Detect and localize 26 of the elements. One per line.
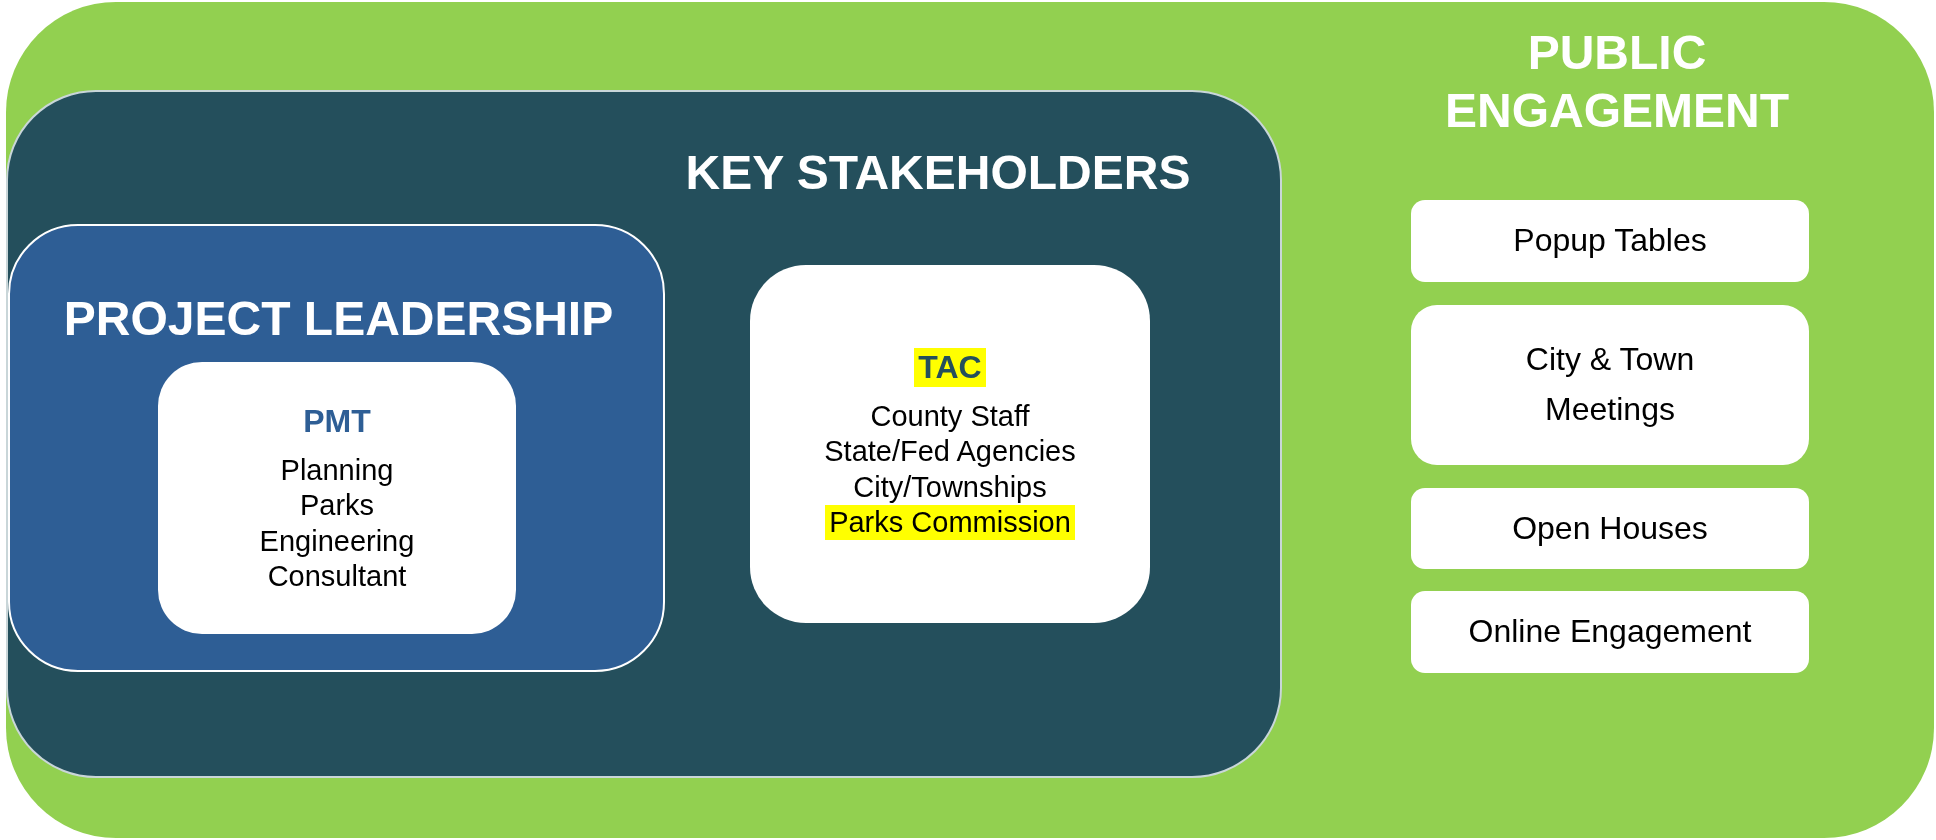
activity-box <box>1411 200 1809 282</box>
group-title: KEY STAKEHOLDERS <box>684 145 1192 201</box>
group-title: PROJECT LEADERSHIP <box>62 291 615 347</box>
group-heading: TAC <box>914 347 986 387</box>
member-text: County Staff <box>870 398 1030 434</box>
group-panel <box>6 90 1282 778</box>
activity-box <box>1411 488 1809 569</box>
group-card <box>158 362 516 634</box>
group-panel <box>8 224 665 672</box>
group-panel <box>6 2 1934 838</box>
activity-text: Popup Tables <box>1513 221 1707 261</box>
activity-text: Online Engagement <box>1468 612 1752 652</box>
member-text: Consultant <box>267 558 407 594</box>
activity-box <box>1411 305 1809 465</box>
member-text: State/Fed Agencies <box>824 434 1076 470</box>
activity-text: City & Town Meetings <box>1524 340 1696 429</box>
member-text: Parks <box>299 488 375 524</box>
group-heading: PMT <box>303 401 371 441</box>
activity-text: Open Houses <box>1512 508 1708 548</box>
member-text: City/Townships <box>853 469 1047 505</box>
activity-box <box>1411 591 1809 673</box>
member-text: Parks Commission <box>825 504 1075 541</box>
member-text: Engineering <box>259 523 415 559</box>
group-title: PUBLIC ENGAGEMENT <box>1444 25 1790 139</box>
group-card <box>750 265 1150 623</box>
member-text: Planning <box>280 452 394 488</box>
